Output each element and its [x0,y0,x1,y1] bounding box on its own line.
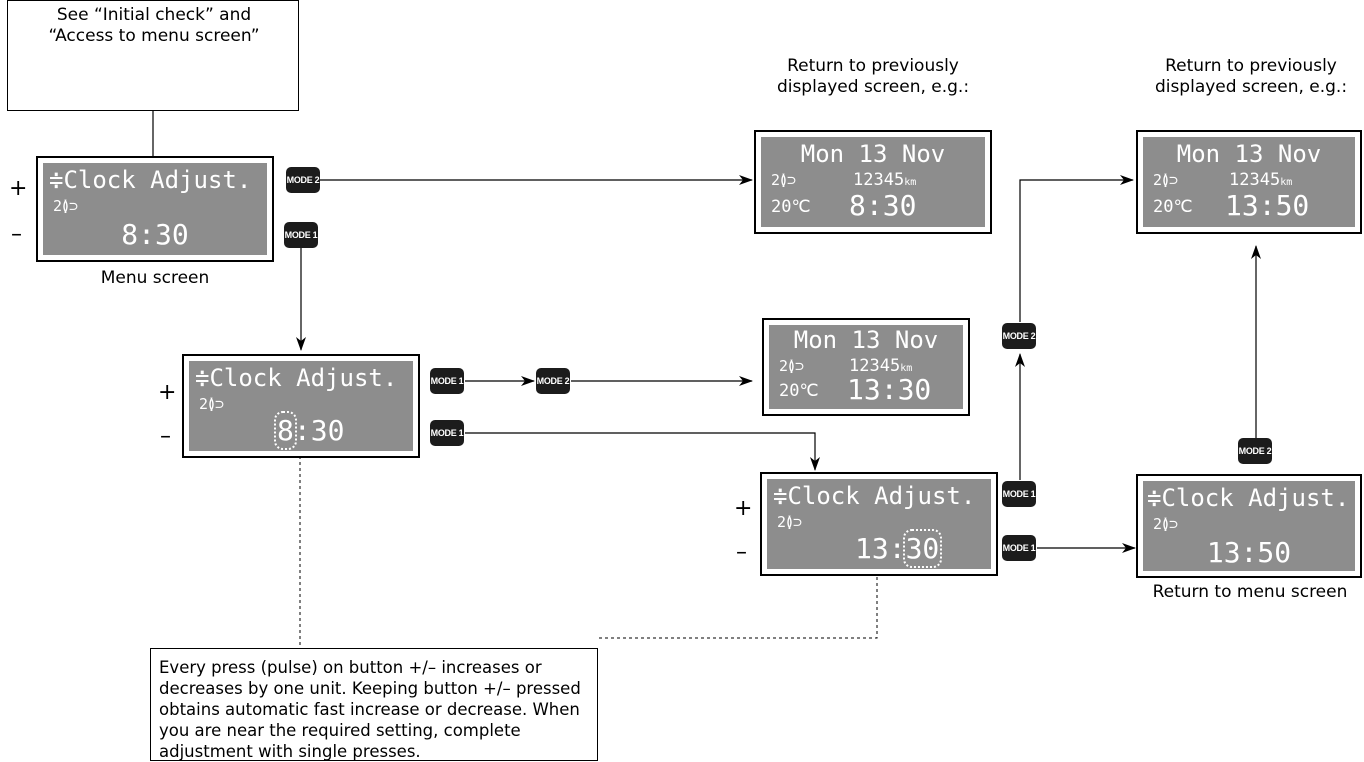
temperature: 20℃ [1153,197,1193,217]
menu-title: ≑Clock Adjust. [49,166,252,194]
gear-indicator: 2≬⊃ [771,171,797,189]
date-text: Mon 13 Nov [800,140,946,168]
gear-indicator: 2≬⊃ [53,197,79,215]
odometer: 12345km [1229,170,1293,190]
minus-label: – [736,540,747,565]
gear-indicator: 2≬⊃ [1153,171,1179,189]
gear-indicator: 2≬⊃ [777,513,803,531]
plus-label: + [158,380,177,405]
adjust-minutes-display: ≑Clock Adjust. 2≬⊃ 13:30 [760,472,998,576]
menu-title: ≑Clock Adjust. [1147,484,1350,512]
dashboard-display-top: Mon 13 Nov 2≬⊃ 12345km 20℃ 8:30 [754,130,992,234]
temperature: 20℃ [779,381,819,401]
minus-label: – [11,222,22,247]
minute-digits: :30 [293,414,345,447]
mode1-button[interactable]: MODE 1 [430,368,464,394]
mode2-button[interactable]: MODE 2 [536,368,570,394]
adjust-hour-display: ≑Clock Adjust. 2≬⊃ 8:30 [182,354,420,458]
final-menu-display: ≑Clock Adjust. 2≬⊃ 13:50 [1136,474,1362,578]
odometer: 12345km [849,356,913,376]
plus-label: + [734,496,753,521]
minus-label: – [160,424,171,449]
minute-digits-blinking: 30 [902,529,943,568]
gear-indicator: 2≬⊃ [779,357,805,375]
mode2-button[interactable]: MODE 2 [1238,438,1272,464]
gear-indicator: 2≬⊃ [1153,515,1179,533]
intro-text: See “Initial check” and “Access to menu … [48,5,260,46]
hour-digits: 13: [855,532,906,565]
clock-time: 13:30 [855,529,943,568]
mode1-button[interactable]: MODE 1 [1002,535,1036,561]
clock-time: 13:50 [1206,536,1292,569]
mode2-button[interactable]: MODE 2 [286,167,320,193]
date-text: Mon 13 Nov [1176,140,1322,168]
dashboard-display-right: Mon 13 Nov 2≬⊃ 12345km 20℃ 13:50 [1136,130,1362,234]
odometer: 12345km [853,170,917,190]
menu-screen-display: ≑Clock Adjust. 2≬⊃ 8:30 [36,156,274,262]
hour-digits-blinking: 8 [274,411,297,450]
mode2-button[interactable]: MODE 2 [1002,323,1036,349]
clock-time: 13:30 [847,373,932,406]
temperature: 20℃ [771,197,811,217]
adjustment-note-box: Every press (pulse) on button +/– increa… [150,648,598,761]
mode1-button[interactable]: MODE 1 [430,420,464,446]
date-text: Mon 13 Nov [793,326,939,354]
return-menu-caption: Return to menu screen [1152,582,1348,602]
clock-time: 8:30 [849,189,917,222]
menu-title: ≑Clock Adjust. [773,482,976,510]
return-previous-caption-1: Return to previously displayed screen, e… [776,56,970,97]
clock-time: 8:30 [274,411,345,450]
menu-screen-caption: Menu screen [100,268,210,288]
clock-time: 8:30 [121,218,189,251]
clock-time: 13:50 [1225,189,1310,222]
mode1-button[interactable]: MODE 1 [1002,481,1036,507]
gear-indicator: 2≬⊃ [199,395,225,413]
return-previous-caption-2: Return to previously displayed screen, e… [1154,56,1348,97]
mode1-button[interactable]: MODE 1 [284,222,318,248]
dashboard-display-middle: Mon 13 Nov 2≬⊃ 12345km 20℃ 13:30 [762,318,970,416]
intro-instruction-box: See “Initial check” and “Access to menu … [7,0,299,111]
menu-title: ≑Clock Adjust. [195,364,398,392]
plus-label: + [9,176,28,201]
adjustment-note-text: Every press (pulse) on button +/– increa… [159,658,581,761]
